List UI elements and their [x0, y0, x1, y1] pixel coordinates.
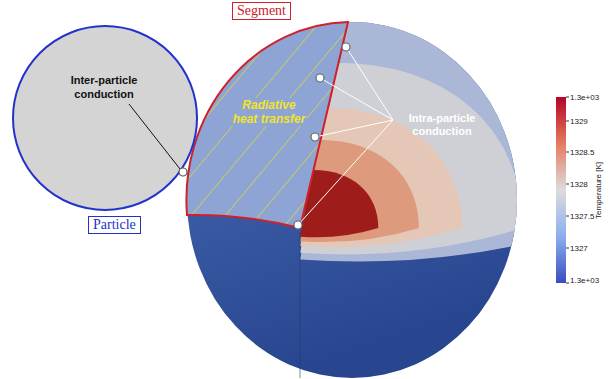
- segment-fill: [186, 22, 348, 228]
- temperature-shell: [300, 63, 523, 254]
- temperature-shells: [300, 18, 584, 262]
- leader-line: [315, 120, 393, 137]
- particle-circle: Inter-particle conduction: [12, 25, 198, 211]
- temperature-shell: [300, 18, 584, 262]
- colorbar-tick: 1328: [570, 180, 588, 189]
- colorbar-tick: 1329: [570, 117, 588, 126]
- tick-mark: [566, 248, 569, 249]
- segment-outline: [186, 22, 348, 228]
- colorbar-title: Temperature [K]: [593, 162, 602, 219]
- colorbar-tick: 1328.5: [570, 148, 594, 157]
- segment-region: Radiative heat transfer: [185, 20, 355, 232]
- tick-mark: [566, 283, 569, 284]
- segment-label-box: Segment: [232, 2, 291, 20]
- intra-particle-label: Intra-particle conduction: [396, 112, 488, 138]
- segment-label: Segment: [237, 3, 286, 19]
- tick-mark: [566, 184, 569, 185]
- seam-line: [300, 232, 301, 378]
- color-bar: [556, 97, 566, 283]
- tick-mark: [566, 121, 569, 122]
- particle-label: Particle: [93, 217, 136, 233]
- particle-label-box: Particle: [88, 216, 141, 234]
- tick-mark: [566, 216, 569, 217]
- colorbar-tick: 1327.5: [570, 212, 594, 221]
- colorbar-tick: 1.3e+03: [570, 276, 599, 285]
- tick-mark: [566, 97, 569, 98]
- colorbar-tick: 1327: [570, 244, 588, 253]
- leader-line: [129, 104, 180, 169]
- particle-outline: [13, 26, 197, 210]
- radiative-label: Radiative heat transfer: [231, 98, 307, 126]
- tick-mark: [566, 152, 569, 153]
- leader-line: [346, 47, 393, 120]
- contact-dot: [179, 168, 187, 176]
- colorbar-tick: 1.3e+03: [570, 93, 599, 102]
- segment-hatching: [186, 22, 348, 228]
- inter-particle-label: Inter-particle conduction: [54, 73, 154, 101]
